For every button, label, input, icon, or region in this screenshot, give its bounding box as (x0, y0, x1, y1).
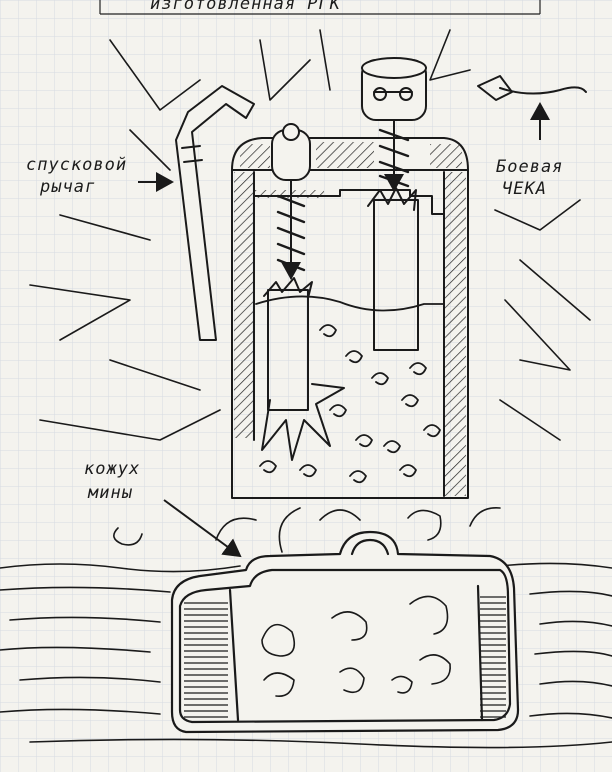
explosion-rays (29, 29, 591, 441)
trigger-lever-label-line1: спусковой (26, 155, 127, 175)
trigger-lever-label-line2: рычаг (39, 177, 96, 197)
mine-casing (170, 530, 520, 734)
ground (0, 562, 612, 749)
safety-pin-icon (477, 75, 587, 101)
safety-pin-label-line1: Боевая (496, 157, 563, 177)
left-striker (263, 123, 313, 411)
mine-casing-label-line1: кожух (84, 459, 140, 479)
top-caption: изготовленная РГК (150, 0, 342, 14)
mine-casing-arrow (163, 499, 242, 558)
safety-pin-label-line2: ЧЕКА (502, 179, 547, 199)
trigger-lever (175, 85, 255, 341)
explosive-filling (255, 295, 445, 484)
right-striker (361, 57, 427, 351)
blast-curls (113, 507, 501, 553)
mine-casing-label-line2: мины (87, 483, 133, 503)
